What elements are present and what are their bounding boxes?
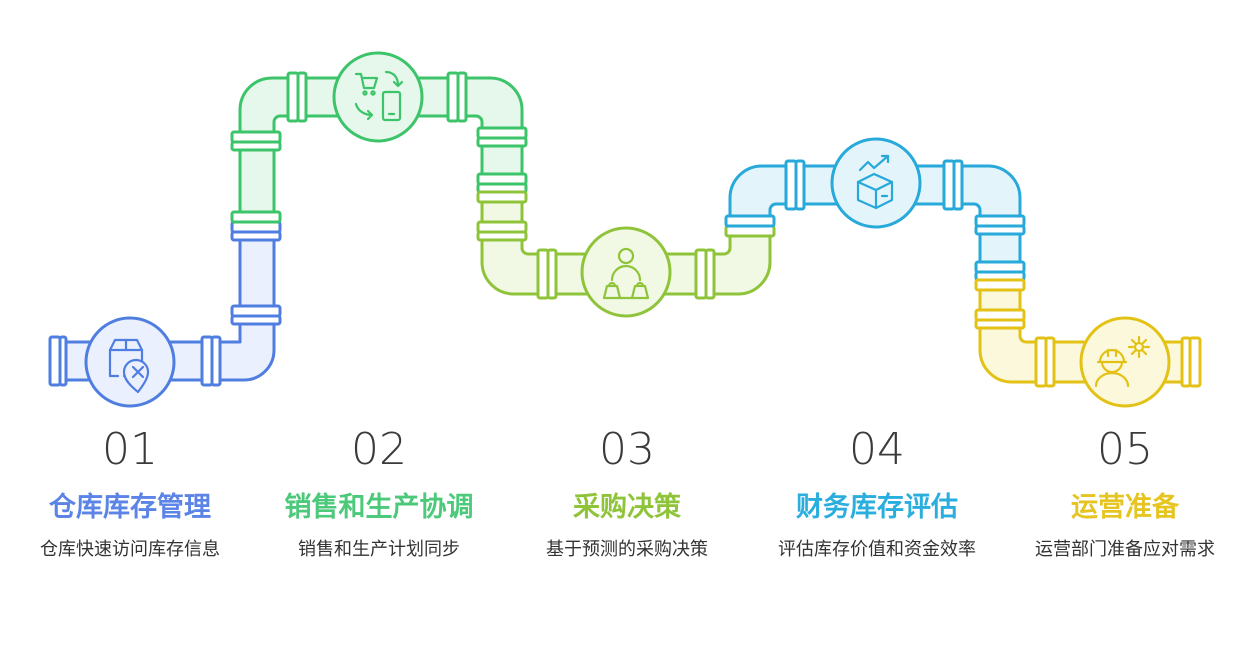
- step-title: 仓库库存管理: [49, 492, 211, 523]
- step-description: 基于预测的采购决策: [546, 539, 708, 561]
- step-01: 01 仓库库存管理 仓库快速访问库存信息: [25, 428, 235, 562]
- step-02: 02 销售和生产协调 销售和生产计划同步: [274, 428, 484, 562]
- step-number: 04: [849, 424, 905, 475]
- step-number: 01: [102, 424, 158, 475]
- pipe-flanges-yellow: [974, 278, 1202, 388]
- step-title: 运营准备: [1071, 492, 1179, 523]
- step-04: 04 财务库存评估 评估库存价值和资金效率: [772, 428, 982, 562]
- step-description: 运营部门准备应对需求: [1035, 539, 1215, 561]
- step-title: 采购决策: [573, 492, 681, 523]
- step-title: 财务库存评估: [796, 492, 958, 523]
- pipe-flanges-lime: [476, 190, 776, 300]
- step-01-icon-circle: [84, 316, 176, 408]
- step-04-icon-circle: [830, 137, 922, 229]
- package-location-x-icon: [108, 338, 150, 394]
- pipe-flanges-cyan: [724, 159, 1026, 282]
- step-description: 销售和生产计划同步: [298, 539, 460, 561]
- step-05: 05 运营准备 运营部门准备应对需求: [1020, 428, 1230, 562]
- person-shopping-bags-icon: [602, 247, 650, 300]
- step-03: 03 采购决策 基于预测的采购决策: [522, 428, 732, 562]
- step-number: 05: [1097, 424, 1153, 475]
- step-number: 03: [599, 424, 655, 475]
- step-description: 仓库快速访问库存信息: [40, 539, 220, 561]
- step-03-icon-circle: [580, 226, 672, 318]
- step-05-icon-circle: [1079, 316, 1171, 408]
- step-description: 评估库存价值和资金效率: [778, 539, 976, 561]
- step-number: 02: [351, 424, 407, 475]
- step-title: 销售和生产协调: [284, 492, 474, 523]
- pipe-flanges-blue: [48, 220, 282, 387]
- box-growth-arrow-icon: [856, 154, 894, 210]
- worker-gear-icon: [1094, 335, 1151, 388]
- cart-phone-sync-icon: [354, 70, 404, 122]
- step-02-icon-circle: [332, 51, 424, 143]
